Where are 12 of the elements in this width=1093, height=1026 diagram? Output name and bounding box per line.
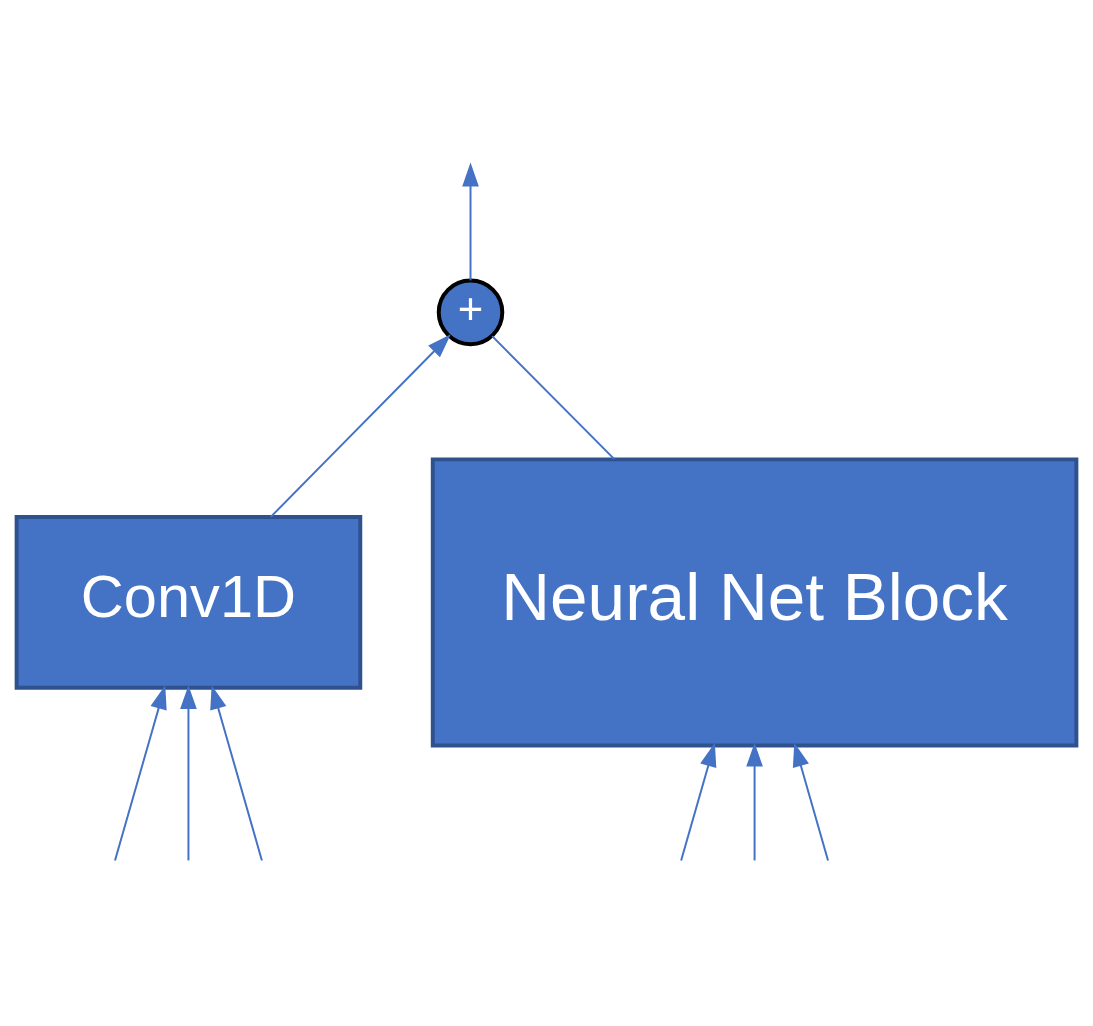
arrow	[746, 742, 763, 862]
node-circle: +	[436, 278, 505, 347]
arrow	[269, 334, 451, 518]
arrow	[114, 685, 167, 862]
arrow	[180, 685, 197, 862]
arrow	[210, 685, 263, 862]
node-box: Conv1D	[14, 515, 363, 690]
arrow	[462, 162, 479, 282]
node-box: Neural Net Block	[430, 457, 1079, 748]
connector	[491, 335, 616, 461]
arrow	[680, 742, 717, 862]
arrow	[792, 742, 829, 862]
